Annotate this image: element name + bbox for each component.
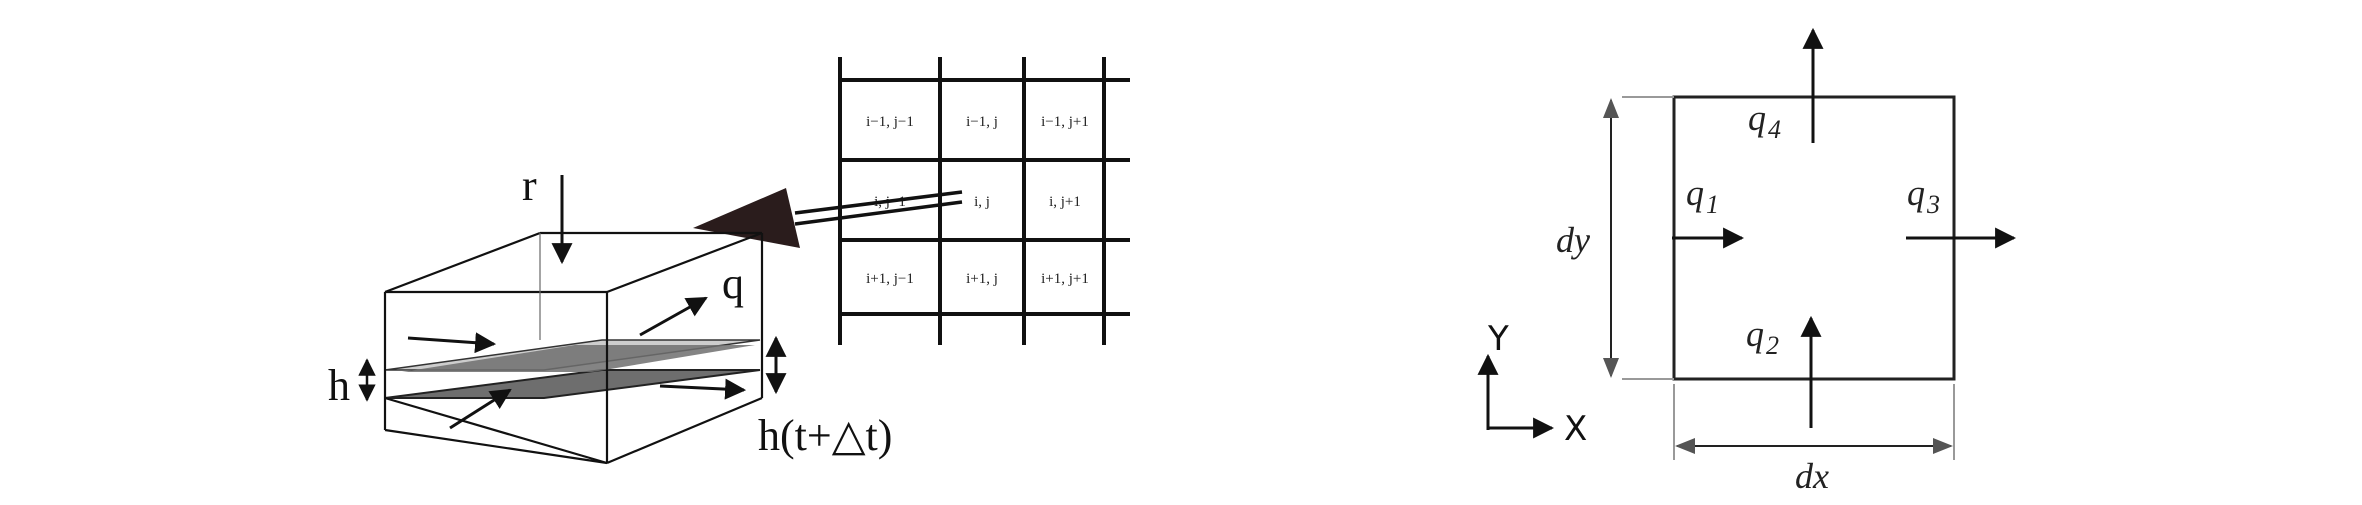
grid-cell-label: i+1, j	[966, 271, 998, 287]
grid-cell-label: i, j+1	[1049, 194, 1081, 210]
dy-dimension: dy	[1556, 96, 1674, 380]
outflow-arrow-lower	[659, 378, 747, 400]
grid-cell-label: i+1, j+1	[1041, 271, 1089, 287]
inflow-arrow	[407, 332, 497, 354]
axis-x-label: X	[1564, 409, 1587, 449]
grid-cell-label-center: i, j	[974, 194, 990, 210]
rain-label: r	[522, 161, 537, 210]
next-depth-label: h(t+△t)	[758, 411, 892, 460]
grid-cell-label: i−1, j−1	[866, 114, 914, 130]
dx-dimension: dx	[1673, 384, 1955, 496]
computational-grid: i−1, j−1 i−1, j i−1, j+1 i, j−1 i, j i, …	[693, 57, 1130, 345]
cell-balance: dy dx q4 q1 q3 q2 Y X	[1477, 27, 2017, 496]
grid-cell-label: i+1, j−1	[866, 271, 914, 287]
axis-y-label: Y	[1487, 319, 1509, 359]
xy-axes: Y X	[1477, 319, 1587, 449]
inflow-arrow-lower	[449, 388, 512, 430]
outflow-arrow	[639, 296, 708, 337]
grid-cell-label: i−1, j+1	[1041, 114, 1089, 130]
depth-label: h	[328, 361, 350, 410]
q4-label: q4	[1748, 98, 1781, 144]
control-volume: r q h(t+△t) h	[328, 161, 892, 465]
q1-label: q1	[1686, 173, 1719, 219]
q2-label: q2	[1746, 314, 1779, 360]
grid-cell-label: i−1, j	[966, 114, 998, 130]
flow-label: q	[722, 259, 744, 308]
box-edges	[383, 231, 764, 465]
dx-label: dx	[1795, 456, 1829, 496]
grid-lines	[838, 57, 1130, 345]
q3-label: q3	[1907, 173, 1940, 219]
dy-label: dy	[1556, 220, 1590, 260]
